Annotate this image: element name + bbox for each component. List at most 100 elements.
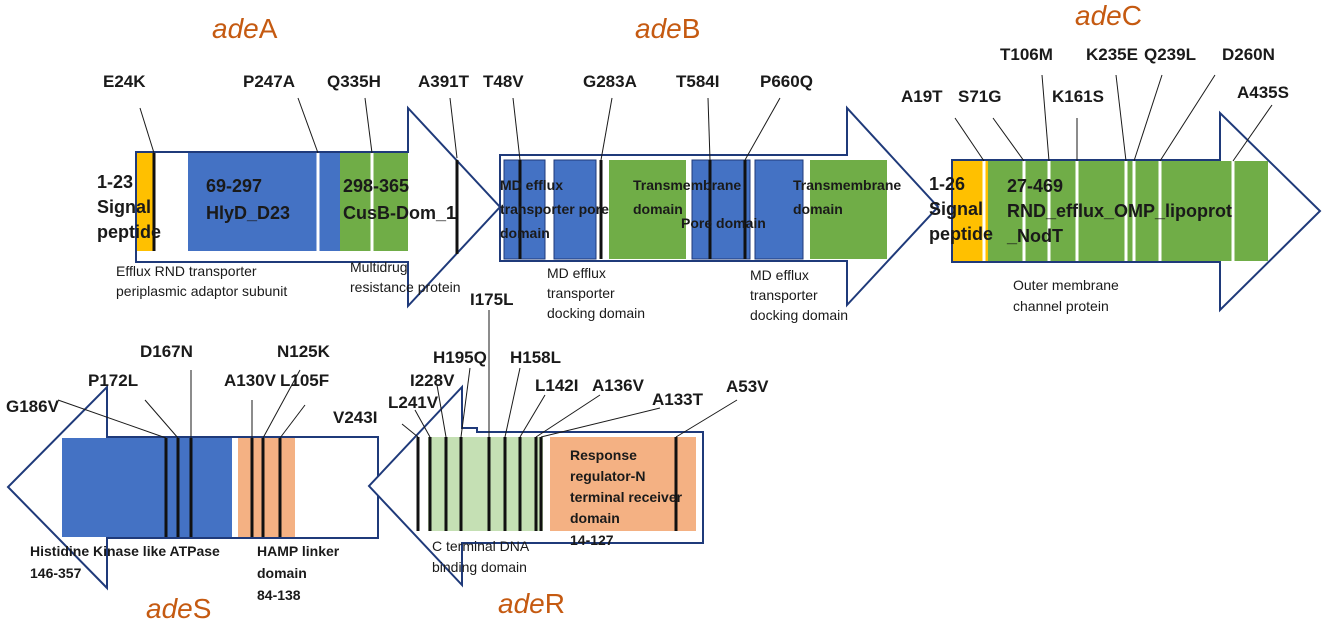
adeC-leader bbox=[1041, 74, 1050, 162]
adeA-leader-e24k bbox=[139, 107, 155, 154]
adeA-leader-a391t bbox=[449, 97, 458, 159]
adeC-leader bbox=[1159, 74, 1216, 162]
adeC-rnd-range: 27-469 bbox=[1007, 176, 1063, 196]
adeA-hlyd-name: HlyD_D23 bbox=[206, 203, 290, 223]
mutation-label: G283A bbox=[583, 72, 637, 91]
adeB-domain-label: transporter pore bbox=[500, 201, 609, 217]
adeB-note: docking domain bbox=[547, 305, 645, 321]
adeS-leader bbox=[262, 369, 301, 439]
adeB-domain-label: domain bbox=[793, 201, 843, 217]
mutation-label: T584I bbox=[676, 72, 719, 91]
adeS-note: domain bbox=[257, 565, 307, 581]
adeS-note: HAMP linker bbox=[257, 543, 340, 559]
adeR-response-label: domain bbox=[570, 510, 620, 526]
mutation-label: G186V bbox=[6, 397, 60, 416]
adeA-hlyd-range: 69-297 bbox=[206, 176, 262, 196]
mutation-label: T48V bbox=[483, 72, 524, 91]
adeR-leader bbox=[436, 384, 447, 438]
mutation-label: N125K bbox=[277, 342, 331, 361]
mutation-label: A130V bbox=[224, 371, 277, 390]
mutation-label: A53V bbox=[726, 377, 769, 396]
gene-label-adeR: adeR bbox=[498, 588, 565, 619]
mutation-label: A136V bbox=[592, 376, 645, 395]
gene-label-adeC: adeC bbox=[1075, 0, 1142, 31]
adeA-signal-box bbox=[137, 153, 154, 251]
adeC-group: adeC A19T S71G T106M K161S K235E Q239L D… bbox=[901, 0, 1322, 314]
adeA-signal-label: peptide bbox=[97, 222, 161, 242]
adeR-response-label: regulator-N bbox=[570, 468, 645, 484]
adeR-leader bbox=[504, 367, 521, 438]
adeC-leader bbox=[1232, 104, 1273, 162]
adeR-leader bbox=[540, 407, 661, 438]
adeB-note: transporter bbox=[547, 285, 615, 301]
adeB-domain-label: Transmembrane bbox=[793, 177, 901, 193]
adeB-leader-p660q bbox=[744, 97, 781, 161]
adeB-domain-label: Pore domain bbox=[681, 215, 766, 231]
adeA-leader-p247a bbox=[297, 97, 319, 154]
adeS-note: 146-357 bbox=[30, 565, 82, 581]
mutation-label: D167N bbox=[140, 342, 193, 361]
adeA-cusb-range: 298-365 bbox=[343, 176, 409, 196]
adeS-atpase-box bbox=[62, 438, 232, 537]
adeA-cusb-name: CusB-Dom_1 bbox=[343, 203, 456, 223]
adeC-rnd-name: _NodT bbox=[1006, 226, 1063, 246]
adeC-leader bbox=[992, 117, 1025, 162]
mutation-label: H158L bbox=[510, 348, 561, 367]
adeR-response-box bbox=[550, 437, 696, 531]
adeB-pore-domain-box bbox=[691, 159, 751, 260]
adeC-rnd-box bbox=[988, 161, 1268, 261]
mutation-label: E24K bbox=[103, 72, 146, 91]
mutation-label: A19T bbox=[901, 87, 943, 106]
adeA-note: periplasmic adaptor subunit bbox=[116, 283, 287, 299]
mutation-label: S71G bbox=[958, 87, 1001, 106]
adeB-note: docking domain bbox=[750, 307, 848, 323]
adeA-note: Multidrug bbox=[350, 259, 408, 275]
adeC-leader bbox=[1133, 74, 1163, 162]
adeB-pore-box bbox=[553, 159, 597, 260]
adeS-note: 84-138 bbox=[257, 587, 301, 603]
adeB-pore-box bbox=[503, 159, 546, 260]
adeB-leader-g283a bbox=[600, 97, 613, 161]
adeR-response-range: 14-127 bbox=[570, 532, 614, 548]
adeR-response-label: terminal receiver bbox=[570, 489, 683, 505]
adeA-signal-label: Signal bbox=[97, 197, 151, 217]
mutation-label: L142I bbox=[535, 376, 578, 395]
adeA-note: Efflux RND transporter bbox=[116, 263, 257, 279]
adeB-note: MD efflux bbox=[750, 267, 809, 283]
adeB-domain-label: Transmembrane bbox=[633, 177, 741, 193]
adeR-note: binding domain bbox=[432, 559, 527, 575]
gene-label-adeB: adeB bbox=[635, 13, 700, 44]
adeS-leader bbox=[279, 404, 306, 439]
adeR-leader bbox=[675, 399, 738, 438]
adeR-leader bbox=[414, 409, 431, 438]
mutation-label: I228V bbox=[410, 371, 455, 390]
adeB-domain-label: domain bbox=[633, 201, 683, 217]
adeB-domain-label: domain bbox=[500, 225, 550, 241]
adeB-tm1-box bbox=[609, 160, 686, 259]
mutation-label: D260N bbox=[1222, 45, 1275, 64]
adeR-leader bbox=[535, 394, 601, 438]
adeA-group: adeA E24K P247A Q335H A391T 1-23 Signal … bbox=[97, 13, 502, 309]
mutation-label: H195Q bbox=[433, 348, 487, 367]
adeC-rnd-name: RND_efflux_OMP_lipoprot bbox=[1007, 201, 1232, 221]
mutation-label: Q335H bbox=[327, 72, 381, 91]
adeB-leader-t584i bbox=[707, 97, 711, 161]
adeR-leader bbox=[401, 423, 419, 438]
mutation-label: K161S bbox=[1052, 87, 1104, 106]
adeC-note: Outer membrane bbox=[1013, 277, 1119, 293]
mutation-label: I175L bbox=[470, 290, 513, 309]
adeB-note: transporter bbox=[750, 287, 818, 303]
mutation-label: L105F bbox=[280, 371, 329, 390]
adeR-note: C terminal DNA bbox=[432, 538, 530, 554]
adeR-leader bbox=[519, 394, 546, 438]
mutation-label: K235E bbox=[1086, 45, 1138, 64]
adeC-signal-box bbox=[953, 161, 988, 261]
adeS-hamp-box bbox=[238, 438, 295, 537]
adeB-domain-label: MD efflux bbox=[500, 177, 563, 193]
adeR-group: adeR I175L H195Q H158L I228V L142I A136V… bbox=[333, 290, 769, 619]
adeS-note: Histidine Kinase like ATPase bbox=[30, 543, 220, 559]
mutation-label: P660Q bbox=[760, 72, 813, 91]
mutation-label: A133T bbox=[652, 390, 704, 409]
